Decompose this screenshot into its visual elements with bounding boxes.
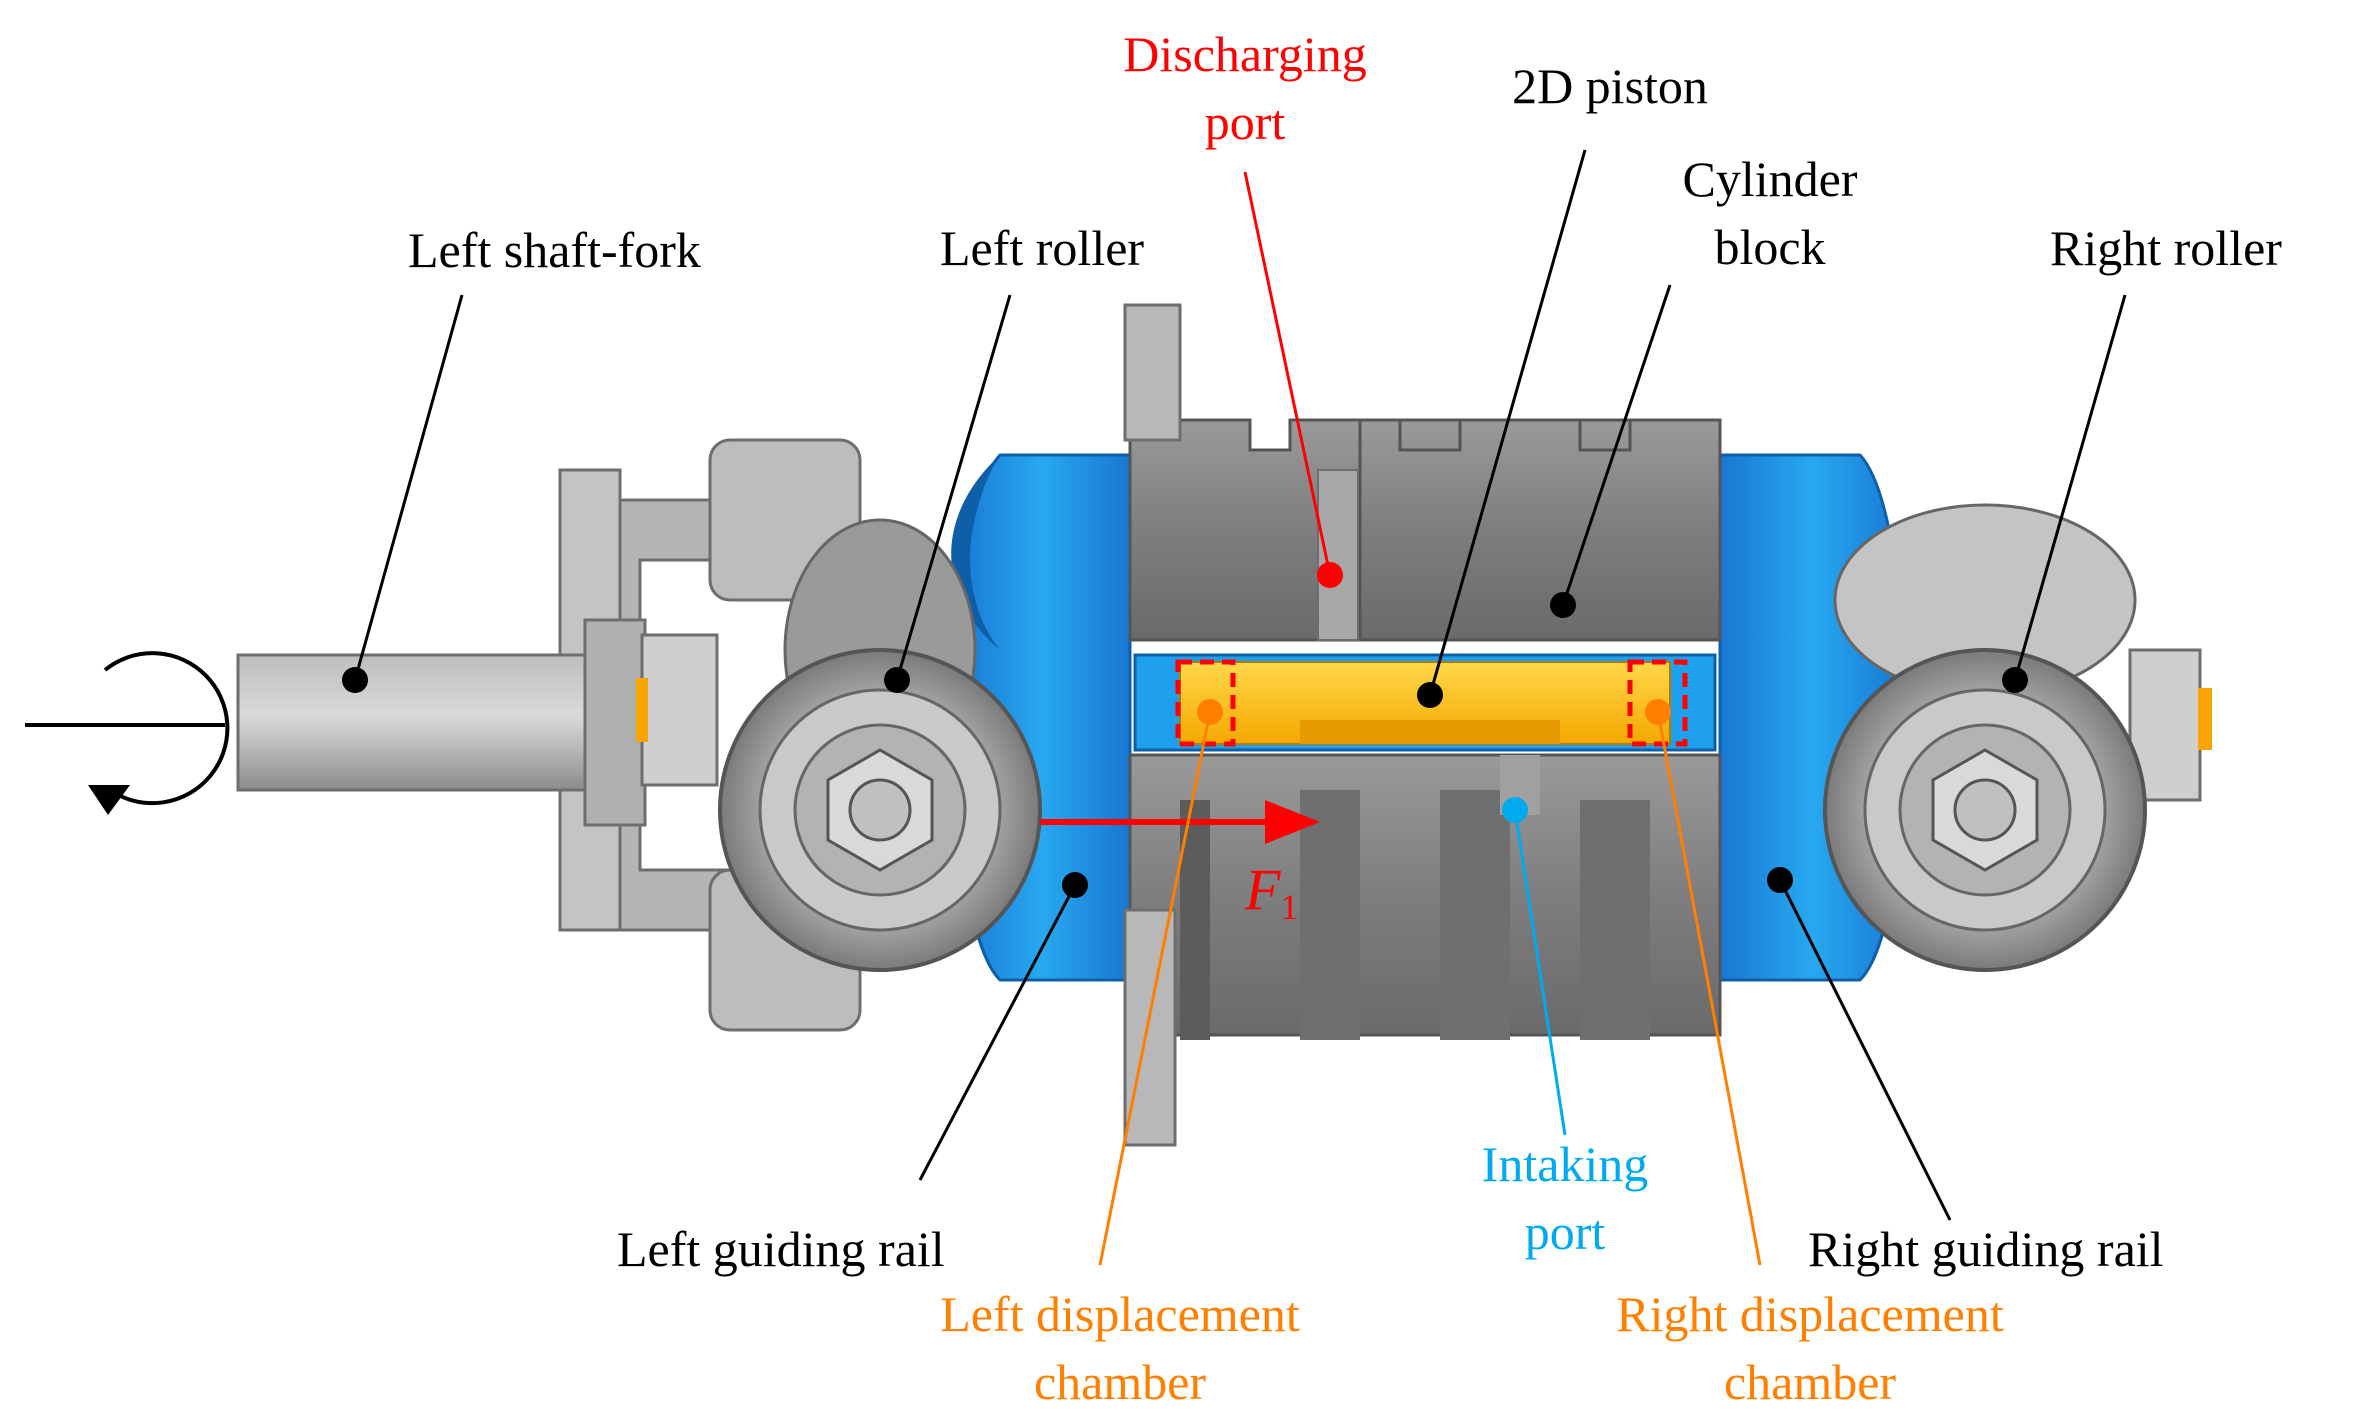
- label-2d-piston: 2D piston: [1450, 52, 1770, 120]
- label-left-guiding-rail: Left guiding rail: [617, 1215, 945, 1283]
- leader-right-guiding-rail: [1778, 879, 1952, 1221]
- dot-right-guiding-rail: [1767, 867, 1793, 893]
- right-roller-part: [1823, 503, 2212, 972]
- dot-left-roller: [884, 667, 910, 693]
- label-intaking-port-line2: port: [1524, 1204, 1606, 1260]
- dot-2d-piston: [1417, 682, 1443, 708]
- dot-discharging-port: [1317, 562, 1343, 588]
- label-cylinder-block-line2: block: [1714, 219, 1826, 275]
- label-right-guiding-rail-text: Right guiding rail: [1808, 1221, 2164, 1277]
- label-force-symbol: F: [1245, 857, 1281, 922]
- force-arrow: [1040, 800, 1320, 844]
- dot-left-guiding-rail: [1062, 872, 1088, 898]
- label-cylinder-block: Cylinder block: [1620, 145, 1920, 281]
- dot-right-displacement-chamber: [1645, 699, 1671, 725]
- anchor-dots: [342, 562, 2028, 898]
- label-left-roller: Left roller: [940, 214, 1144, 282]
- label-intaking-port-line1: Intaking: [1481, 1136, 1649, 1192]
- label-left-displacement-chamber-line2: chamber: [1033, 1354, 1207, 1410]
- label-left-shaft-fork: Left shaft-fork: [408, 216, 701, 284]
- leader-intaking-port: [1513, 809, 1567, 1136]
- leader-left-roller: [895, 294, 1012, 681]
- label-left-displacement-chamber: Left displacement chamber: [880, 1280, 1360, 1416]
- label-force-subscript: 1: [1280, 887, 1299, 927]
- dot-right-roller: [2002, 667, 2028, 693]
- dot-left-shaft-fork: [342, 667, 368, 693]
- leader-discharging-port: [1243, 171, 1332, 576]
- label-left-guiding-rail-text: Left guiding rail: [617, 1221, 945, 1277]
- label-force-f1: F1: [1245, 860, 1298, 937]
- label-discharging-port-line1: Discharging: [1123, 26, 1367, 82]
- label-right-displacement-chamber: Right displacement chamber: [1545, 1280, 2075, 1416]
- dot-intaking-port: [1502, 797, 1528, 823]
- left-roller-part: [718, 518, 1042, 972]
- leader-left-guiding-rail: [918, 884, 1077, 1181]
- leader-cylinder-block: [1561, 284, 1672, 606]
- label-right-roller: Right roller: [2050, 214, 2282, 282]
- leader-2d-piston: [1428, 149, 1587, 696]
- leader-left-displacement-chamber: [1098, 711, 1212, 1266]
- leader-right-displacement-chamber: [1656, 711, 1762, 1266]
- leader-lines: [353, 149, 2127, 1266]
- leader-left-shaft-fork: [353, 294, 464, 681]
- label-right-roller-text: Right roller: [2050, 220, 2282, 276]
- label-discharging-port: Discharging port: [1055, 20, 1435, 156]
- rotation-symbol: [25, 651, 230, 815]
- dot-left-displacement-chamber: [1197, 699, 1223, 725]
- label-right-displacement-chamber-line1: Right displacement: [1616, 1286, 2004, 1342]
- label-intaking-port: Intaking port: [1400, 1130, 1730, 1266]
- leader-right-roller: [2013, 294, 2127, 681]
- label-left-shaft-fork-text: Left shaft-fork: [408, 222, 701, 278]
- label-right-displacement-chamber-line2: chamber: [1723, 1354, 1897, 1410]
- label-2d-piston-text: 2D piston: [1512, 58, 1708, 114]
- label-left-displacement-chamber-line1: Left displacement: [940, 1286, 1300, 1342]
- label-left-roller-text: Left roller: [940, 220, 1145, 276]
- dot-cylinder-block: [1550, 592, 1576, 618]
- label-discharging-port-line2: port: [1204, 94, 1286, 150]
- left-shaft-fork-part: [236, 438, 862, 1032]
- label-cylinder-block-line1: Cylinder: [1682, 151, 1858, 207]
- cylinder-block-part: [1123, 303, 1722, 1147]
- label-right-guiding-rail: Right guiding rail: [1808, 1215, 2164, 1283]
